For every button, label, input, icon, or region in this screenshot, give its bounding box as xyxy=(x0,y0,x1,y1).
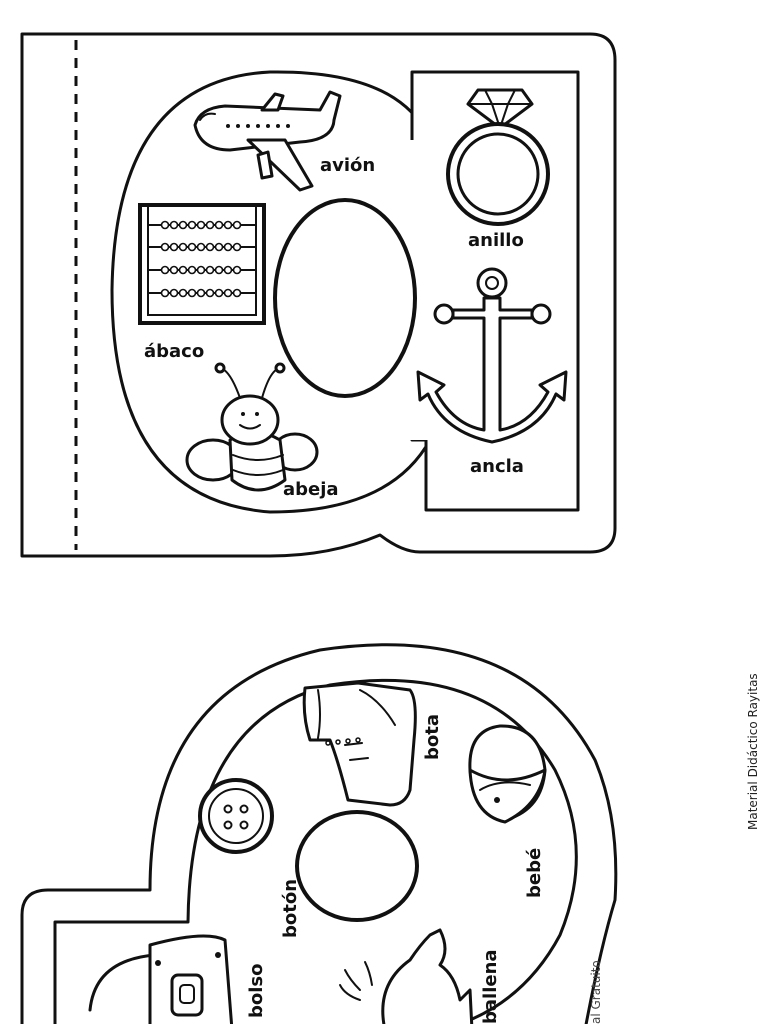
boot-icon xyxy=(302,681,417,807)
word-ballena: ballena xyxy=(480,949,501,1024)
letter-a-card: avión anillo ábaco ancla abeja xyxy=(20,32,617,558)
abacus-icon xyxy=(138,203,266,325)
word-bolso: bolso xyxy=(246,963,267,1018)
button-icon xyxy=(198,778,274,854)
ring-icon xyxy=(446,88,550,226)
anchor-icon xyxy=(416,267,568,444)
airplane-icon xyxy=(193,90,342,192)
watermark-text: al Gratuito xyxy=(589,960,603,1024)
word-avion: avión xyxy=(320,155,375,176)
letter-a-bowl xyxy=(110,70,432,514)
credit-text: Material Didáctico Rayitas xyxy=(746,673,760,830)
word-bota: bota xyxy=(422,714,443,760)
purse-icon xyxy=(88,934,234,1028)
word-abeja: abeja xyxy=(283,479,339,500)
word-ancla: ancla xyxy=(470,456,524,477)
word-anillo: anillo xyxy=(468,230,524,251)
letter-a-counter xyxy=(273,198,417,398)
word-boton: botón xyxy=(280,879,301,938)
credit-container: Material Didáctico Rayitas xyxy=(740,610,764,830)
baby-icon xyxy=(468,724,547,824)
letter-b-counter xyxy=(295,810,419,922)
letter-b-card: bota bebé botón bolso ballena al Gratuit… xyxy=(20,643,618,1028)
word-bebe: bebé xyxy=(524,848,545,898)
whale-icon xyxy=(339,928,474,1028)
bee-icon xyxy=(185,362,319,492)
word-abaco: ábaco xyxy=(144,341,204,362)
